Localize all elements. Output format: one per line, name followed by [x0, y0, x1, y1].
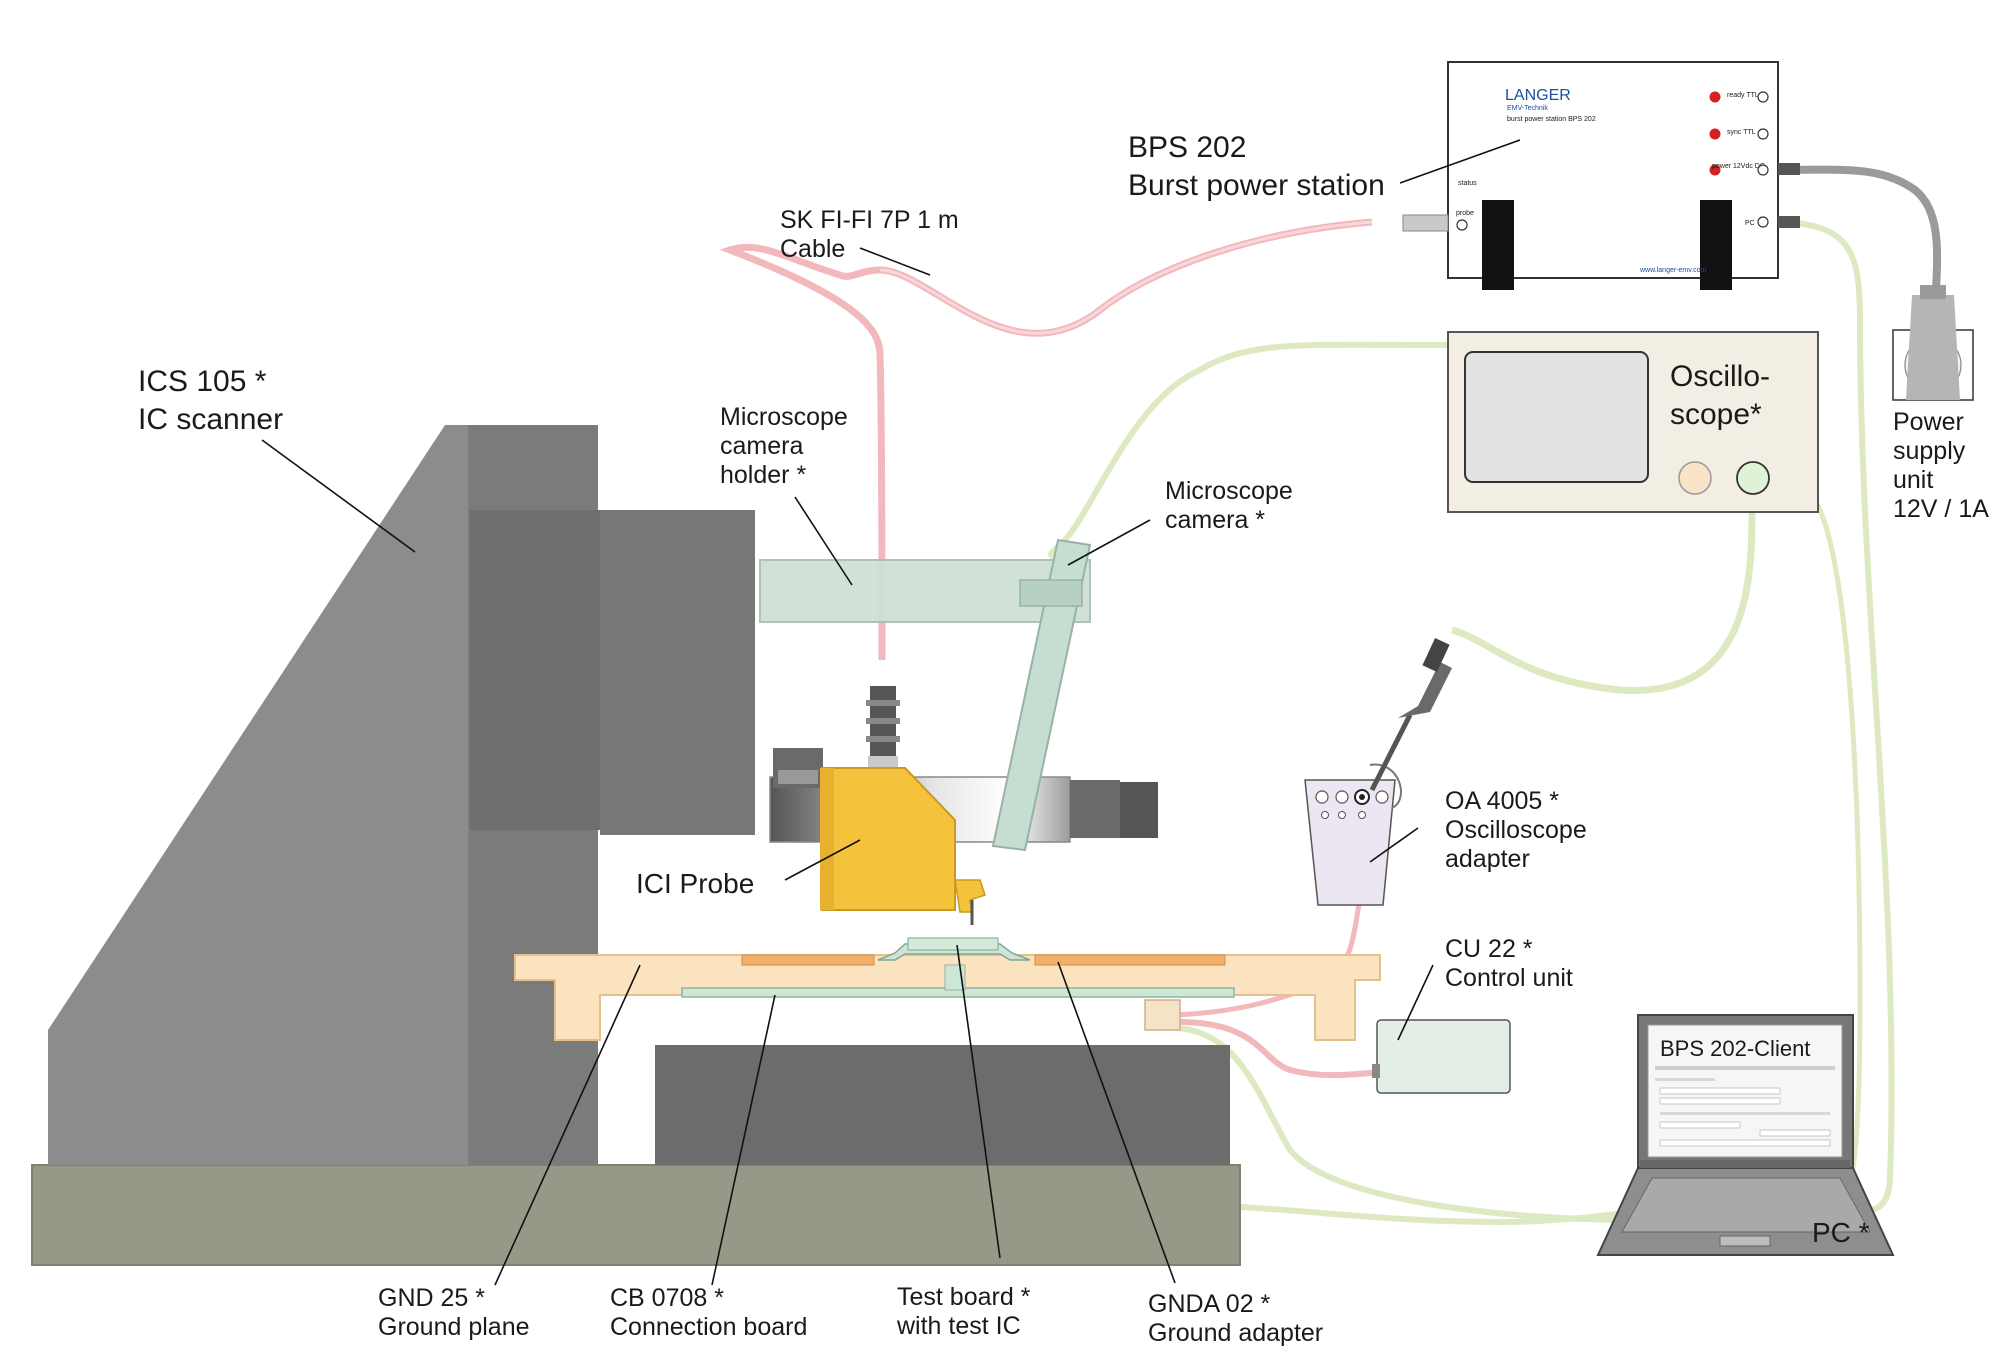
microscope-camera-label: Microscope camera *: [1165, 477, 1300, 534]
microscope-holder-label: Microscope camera holder *: [720, 403, 855, 489]
scanner-base: [31, 1164, 1241, 1266]
camera-usb-cable: [1057, 341, 1449, 548]
cu-22-control-unit: [1372, 1019, 1511, 1094]
leader-ics: [261, 439, 416, 553]
port-label-pc: PC: [1745, 220, 1755, 227]
probe-cable-inner: [879, 220, 1373, 335]
ready-led: [1709, 91, 1721, 103]
base-to-pc-cable: [1194, 1202, 1641, 1226]
power-led: [1709, 164, 1721, 176]
pc-laptop: BPS 202-Client: [1596, 1014, 1895, 1256]
pc-port[interactable]: [1757, 216, 1769, 228]
leader-gnd: [494, 964, 641, 1286]
bps-brand: LANGER: [1505, 87, 1571, 104]
bps-foot-right: [1700, 200, 1732, 290]
bps-probe-port[interactable]: [1456, 219, 1468, 231]
oa-label: OA 4005 * Oscilloscope adapter: [1445, 787, 1594, 873]
bps-model-text: burst power station BPS 202: [1507, 116, 1596, 123]
bps-url: www.langer-emv.com: [1639, 267, 1707, 274]
leader-cable: [859, 247, 931, 276]
scanner-head-block: [470, 510, 600, 830]
leader-cb: [711, 994, 776, 1286]
bps-202-burst-power-station: LANGER EMV-Technik burst power station B…: [1402, 61, 1800, 290]
port-label-power: power 12Vdc DC: [1712, 163, 1765, 170]
pc-touchpad: [1719, 1235, 1771, 1247]
ici-probe: [820, 686, 986, 925]
power-cable: [1771, 165, 1942, 291]
bps-pc-cable: [1771, 219, 1895, 1213]
gnd-label: GND 25 * Ground plane: [378, 1284, 530, 1341]
ground-adapter-pad-left: [741, 954, 875, 966]
bps-probe-label: probe: [1456, 210, 1474, 217]
leader-mic-camera: [1067, 519, 1151, 566]
ground-adapter-connector: [1144, 999, 1181, 1031]
pc-screen-title: BPS 202-Client: [1660, 1036, 1810, 1061]
power-plug: [1906, 295, 1960, 400]
cu-cable-pink: [1169, 1018, 1381, 1079]
cu-label: CU 22 * Control unit: [1445, 935, 1573, 992]
ready-port[interactable]: [1757, 91, 1769, 103]
probe-tip: [954, 879, 986, 913]
leader-mic-holder: [794, 496, 853, 586]
oscilloscope-probe-cable: [1451, 487, 1756, 694]
sync-led: [1709, 128, 1721, 140]
pc-label: PC *: [1812, 1217, 1870, 1248]
oa-4005-oscilloscope-adapter: [1304, 763, 1402, 906]
cu-to-pc-cable: [1174, 1025, 1641, 1223]
power-port[interactable]: [1757, 164, 1769, 176]
cb-label: CB 0708 * Connection board: [610, 1284, 807, 1341]
gnda-label: GNDA 02 * Ground adapter: [1148, 1290, 1323, 1347]
oscilloscope-input[interactable]: [1736, 461, 1770, 495]
bps-brand-sub: EMV-Technik: [1507, 105, 1548, 112]
oscilloscope-screen: [1464, 351, 1649, 483]
scanner-frame: [48, 425, 468, 1165]
ici-probe-label: ICI Probe: [636, 868, 754, 899]
testboard-label: Test board * with test IC: [896, 1283, 1037, 1340]
leader-ici: [784, 839, 861, 881]
bps-status-label: status: [1458, 180, 1477, 187]
oscilloscope: [1447, 331, 1819, 513]
leader-oa: [1369, 827, 1419, 863]
power-supply-unit: [1892, 285, 1974, 401]
leader-bps: [1399, 139, 1521, 184]
leader-cu: [1397, 964, 1434, 1041]
microscope-camera-holder: [759, 559, 1091, 623]
ics-label: ICS 105 * IC scanner: [138, 365, 283, 436]
power-supply-label: Power supply unit 12V / 1A: [1893, 408, 1989, 523]
oscilloscope-label: Oscillo- scope*: [1670, 360, 1778, 431]
bps-label: BPS 202 Burst power station: [1128, 131, 1385, 202]
bps-foot-left: [1482, 200, 1514, 290]
microscope-camera: [991, 538, 1092, 852]
test-board: [877, 937, 1031, 991]
port-label-ready: ready TTL: [1727, 92, 1759, 99]
ground-adapter-pad-right: [1034, 954, 1226, 966]
leader-gnda: [1057, 961, 1176, 1284]
sync-port[interactable]: [1757, 128, 1769, 140]
scanner-arm: [600, 510, 755, 835]
oscilloscope-probe: [1369, 638, 1452, 792]
oscilloscope-knob[interactable]: [1678, 461, 1712, 495]
port-label-sync: sync TTL: [1727, 129, 1756, 136]
ground-plane-gnd-25: [514, 954, 1381, 1041]
cable-label: SK FI-FI 7P 1 m Cable: [780, 206, 966, 263]
leader-testboard: [956, 944, 1001, 1259]
oscilloscope-pc-cable: [1812, 498, 1863, 1202]
